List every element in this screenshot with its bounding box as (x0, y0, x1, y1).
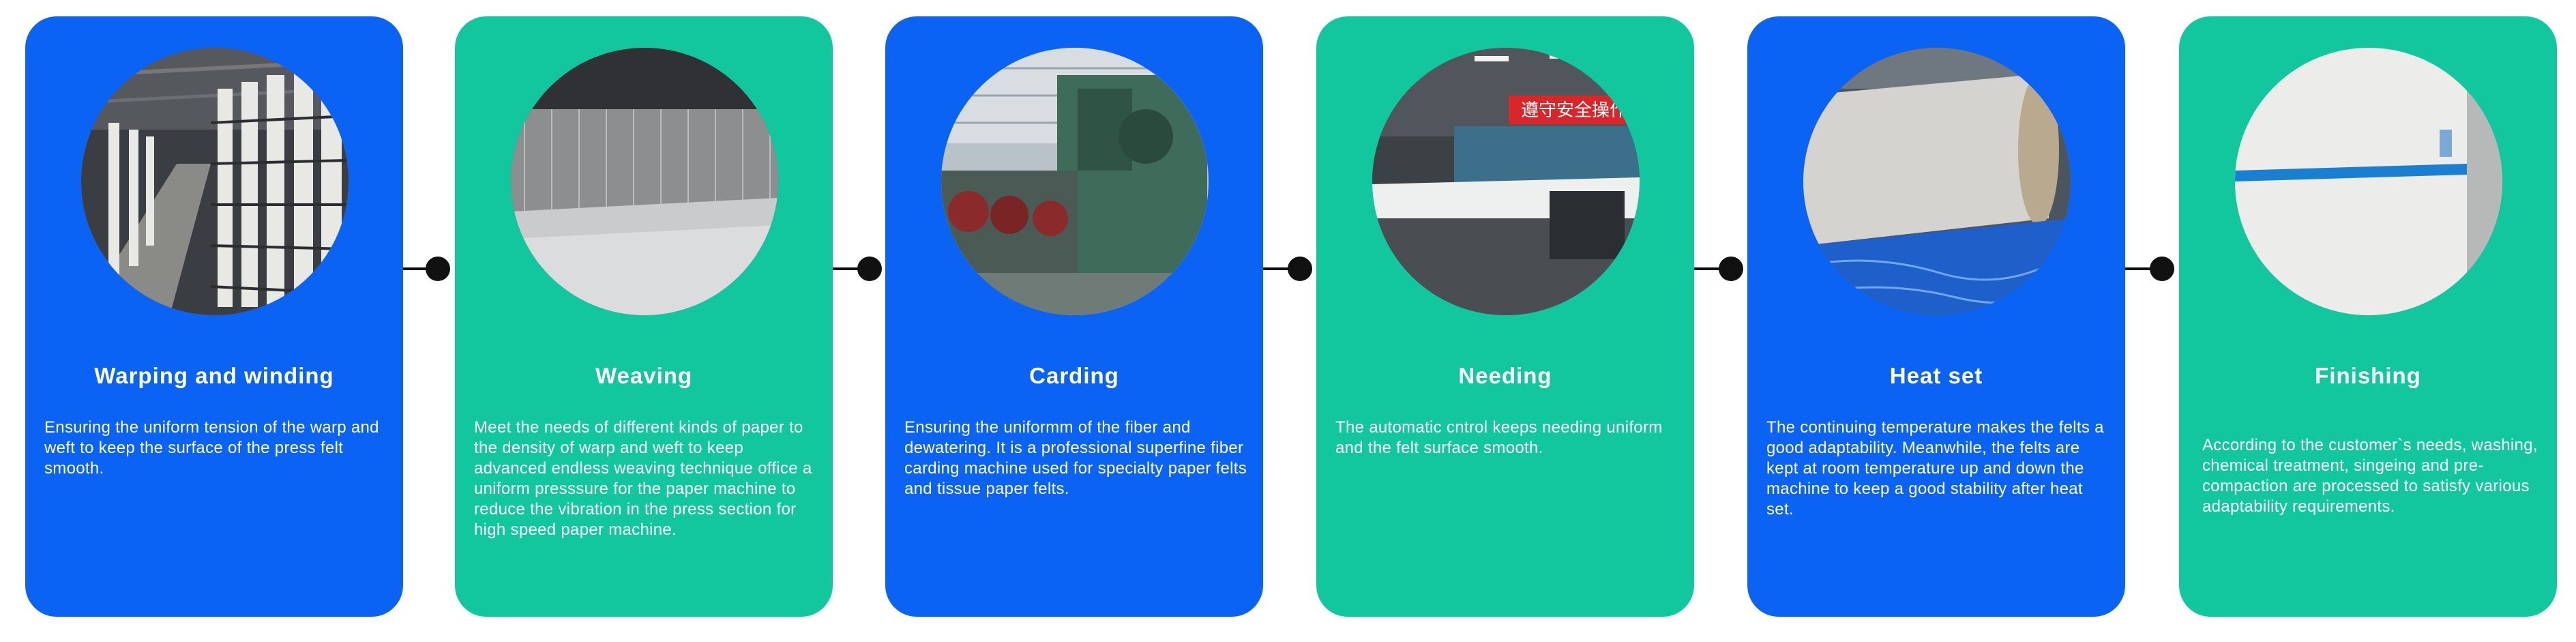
connector-dot-3 (1288, 257, 1312, 281)
step-title: Finishing (2315, 363, 2421, 388)
connector-dot-4 (1719, 257, 1743, 281)
step-card-heat-set: Heat set The continuing temperature make… (1747, 16, 2125, 617)
warping-photo (81, 48, 349, 315)
svg-text:遵守安全操作: 遵守安全操作 (1521, 100, 1627, 121)
connector-dot-5 (2150, 257, 2174, 281)
finishing-photo (2235, 48, 2502, 315)
step-description: The continuing temperature makes the fel… (1766, 418, 2104, 519)
step-title: Carding (1029, 363, 1119, 388)
step-description: Ensuring the uniformm of the fiber and d… (904, 418, 1247, 498)
connector-line-4 (1694, 267, 1735, 270)
step-card-warping: Warping and winding Ensuring the uniform… (25, 16, 403, 617)
step-title: Needing (1458, 363, 1552, 388)
connector-line-3 (1263, 267, 1304, 270)
step-card-finishing: Finishing According to the customer`s ne… (2179, 16, 2557, 617)
step-title: Heat set (1889, 363, 1983, 388)
step-card-carding: Carding Ensuring the uniformm of the fib… (885, 16, 1263, 617)
heat-set-photo (1803, 48, 2071, 315)
step-title: Warping and winding (94, 363, 334, 388)
step-description: According to the customer`s needs, washi… (2202, 436, 2538, 516)
needing-photo: 遵守安全操作 (1372, 48, 1640, 315)
connector-line-2 (833, 267, 874, 270)
step-description: The automatic cntrol keeps needing unifo… (1335, 418, 1663, 457)
carding-photo (941, 48, 1209, 315)
connector-line-1 (403, 267, 443, 270)
step-card-weaving: Weaving Meet the needs of different kind… (455, 16, 833, 617)
step-description: Ensuring the uniform tension of the warp… (44, 418, 379, 478)
weaving-photo (511, 48, 778, 315)
connector-dot-2 (857, 257, 882, 281)
step-card-needing: 遵守安全操作 Needing The automatic cntrol keep… (1316, 16, 1694, 617)
connector-dot-1 (426, 257, 450, 281)
step-description: Meet the needs of different kinds of pap… (474, 418, 812, 539)
connector-line-5 (2125, 267, 2166, 270)
step-title: Weaving (595, 363, 693, 388)
